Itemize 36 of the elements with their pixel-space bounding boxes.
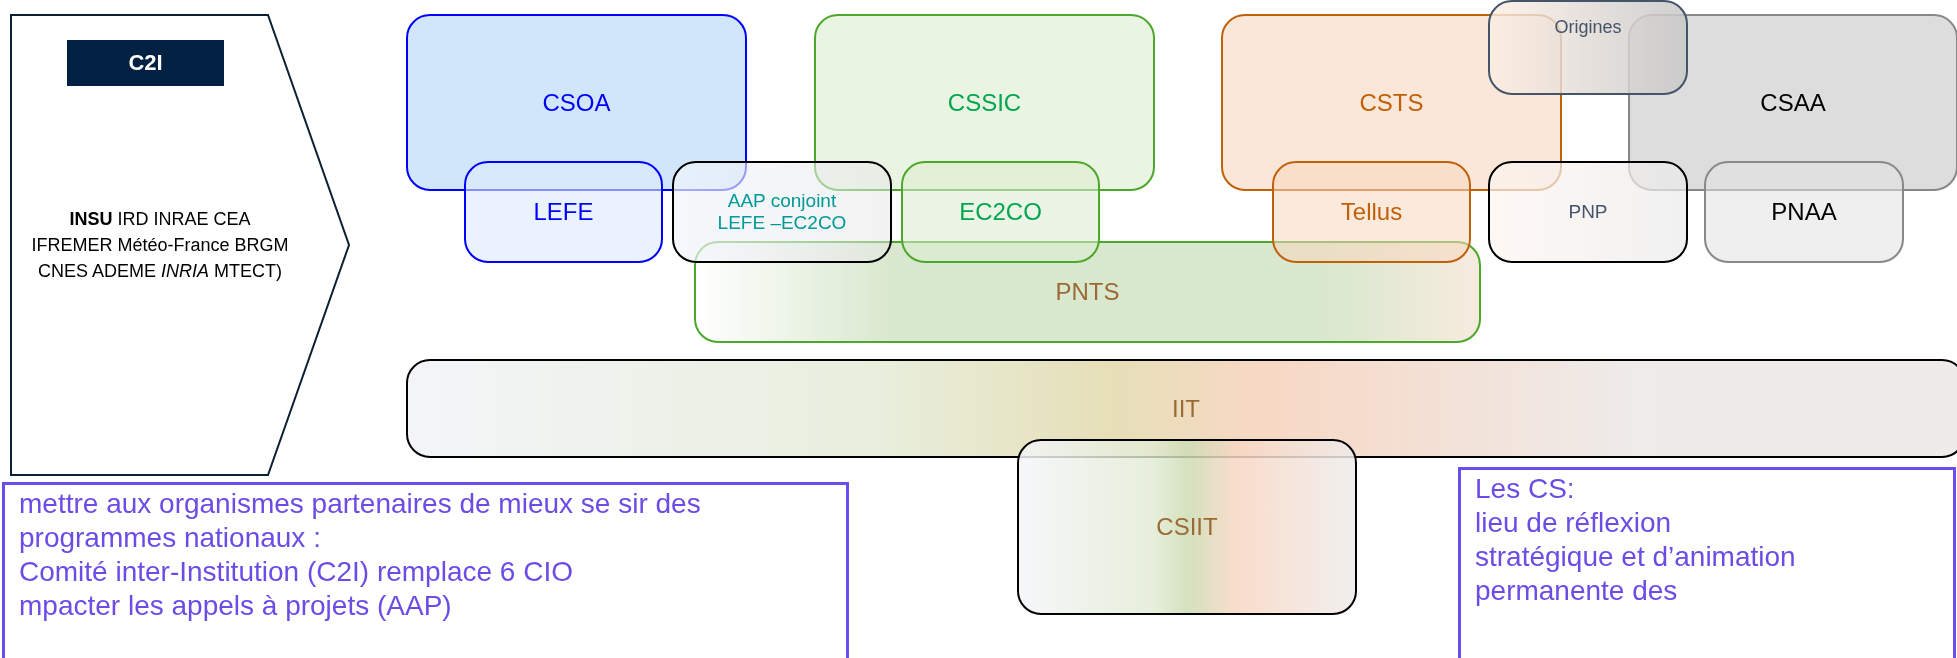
box-label: CSOA [542, 88, 611, 117]
rounded-box [1272, 161, 1471, 263]
rounded-box [672, 161, 892, 263]
box-label: EC2CO [959, 198, 1042, 226]
box-label: AAP conjoint LEFE –EC2CO [716, 190, 848, 234]
note-text: Comité inter-Institution (C2I) remplace 6 CIO [19, 555, 573, 589]
box-label: CSIIT [1156, 513, 1218, 541]
box-label: Origines [1554, 17, 1622, 38]
box-label: Tellus [1340, 198, 1403, 226]
rounded-box [406, 359, 1957, 458]
note-panel [2, 482, 849, 658]
member-list: INSU IRD INRAE CEA IFREMER Météo-France BRGM CNES ADEME INRIA MTECT) [30, 206, 290, 284]
rounded-box [1017, 439, 1357, 615]
box-label: PNP [1568, 201, 1608, 223]
rounded-box [1704, 161, 1904, 263]
note-panel [1458, 467, 1956, 658]
heading-label: C2I [67, 40, 224, 86]
rounded-box [1488, 0, 1688, 95]
rounded-box [814, 14, 1155, 191]
box-label: CSTS [1359, 88, 1424, 117]
note-text: mpacter les appels à projets (AAP) [19, 589, 452, 623]
rounded-box [464, 161, 663, 263]
note-text: Les CS: [1475, 472, 1575, 506]
box-label: CSSIC [947, 88, 1022, 117]
rounded-box [1488, 161, 1688, 263]
rounded-box [694, 241, 1481, 343]
rounded-box [406, 14, 747, 191]
rounded-box [901, 161, 1100, 263]
chevron-panel [10, 14, 350, 476]
box-label: IIT [1172, 394, 1200, 423]
box-label: PNAA [1771, 198, 1837, 226]
box-label: PNTS [1055, 278, 1120, 306]
note-text: lieu de réflexion stratégique et d’animation permanente des [1475, 506, 1797, 608]
note-text: mettre aux organismes partenaires de mieux se sir des programmes nationaux : [19, 487, 702, 555]
box-label: LEFE [533, 198, 594, 226]
box-label: CSAA [1760, 88, 1826, 117]
